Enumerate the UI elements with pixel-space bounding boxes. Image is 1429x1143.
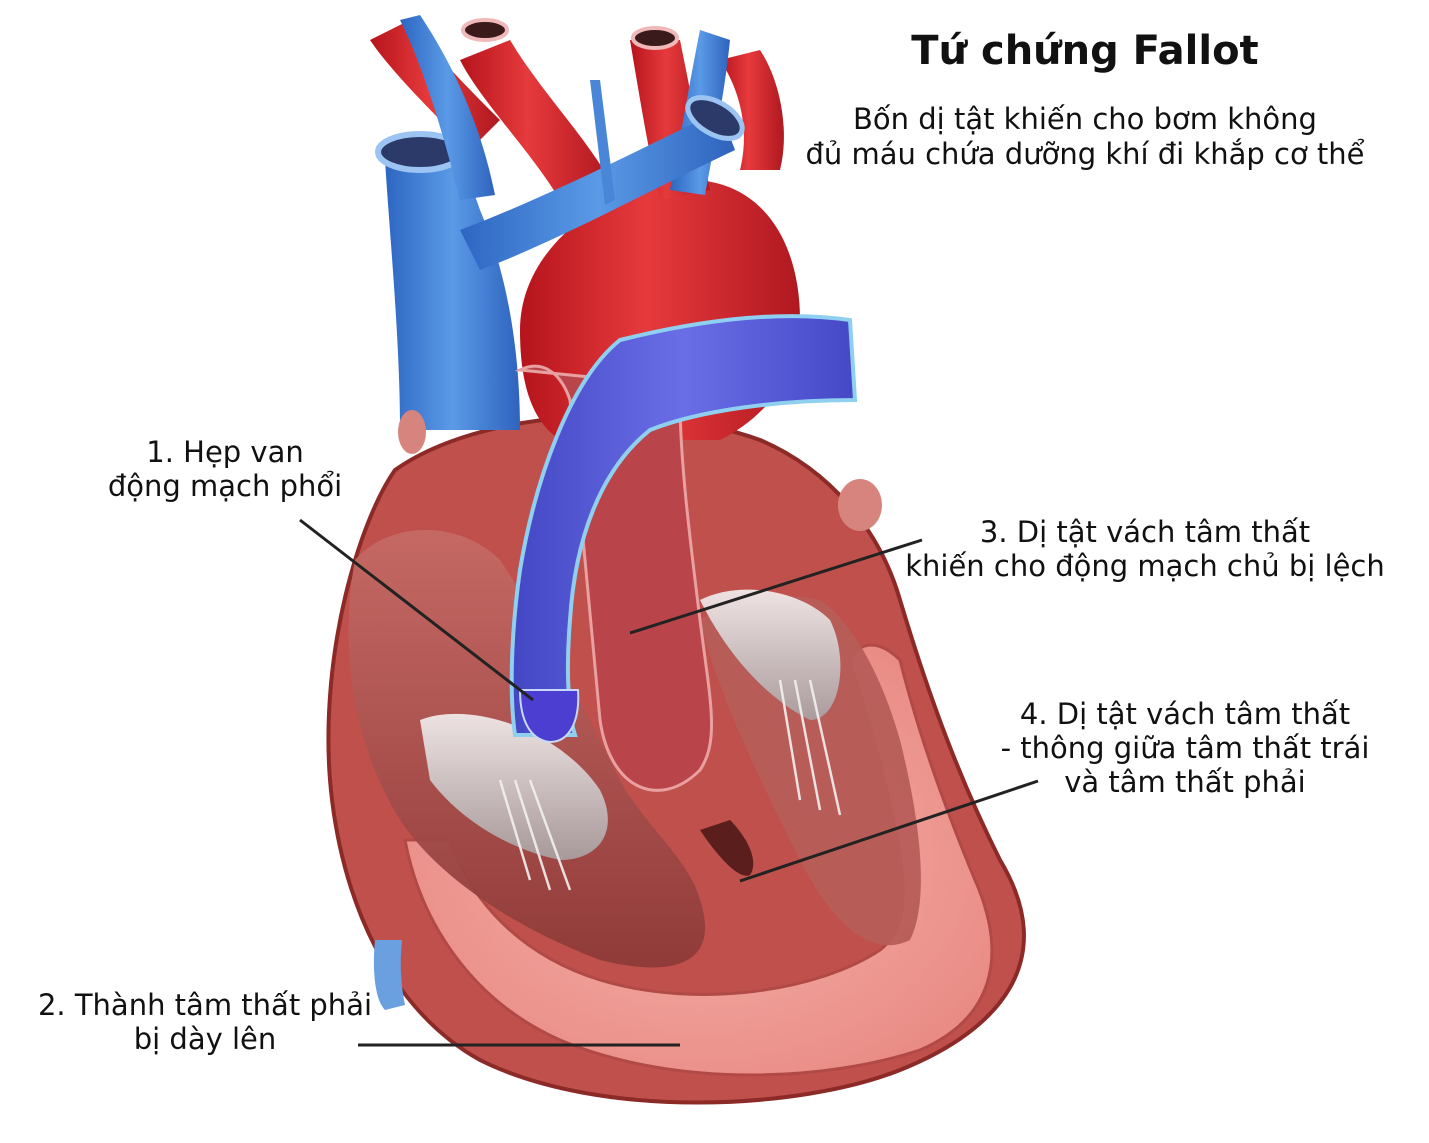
label-line: khiến cho động mạch chủ bị lệch bbox=[905, 549, 1385, 583]
label-line: 2. Thành tâm thất phải bbox=[37, 988, 373, 1022]
label-line: 4. Dị tật vách tâm thất bbox=[1019, 697, 1351, 731]
label-line: - thông giữa tâm thất trái bbox=[1000, 731, 1370, 765]
label-right-ventricular-hypertrophy: 2. Thành tâm thất phải bị dày lên bbox=[30, 988, 380, 1056]
subtitle-line: Bốn dị tật khiến cho bơm không bbox=[853, 102, 1317, 136]
pulmonary-veins bbox=[400, 15, 745, 270]
label-line: động mạch phổi bbox=[107, 469, 343, 503]
valves bbox=[420, 589, 842, 891]
leader-line-1 bbox=[299, 518, 534, 702]
label-pulmonary-stenosis: 1. Hẹp van động mạch phổi bbox=[95, 435, 355, 503]
leader-line-3 bbox=[629, 538, 923, 635]
label-line: 3. Dị tật vách tâm thất bbox=[979, 515, 1311, 549]
leader-line-4 bbox=[739, 779, 1039, 883]
label-line: và tâm thất phải bbox=[1064, 765, 1306, 799]
diagram-title: Tứ chứng Fallot bbox=[911, 28, 1259, 74]
label-overriding-aorta: 3. Dị tật vách tâm thất khiến cho động m… bbox=[895, 515, 1395, 583]
label-line: 1. Hẹp van bbox=[146, 435, 304, 469]
label-ventricular-septal-defect: 4. Dị tật vách tâm thất - thông giữa tâm… bbox=[990, 697, 1380, 799]
superior-vena-cava bbox=[375, 131, 520, 430]
subtitle-line: đủ máu chứa dưỡng khí đi khắp cơ thể bbox=[805, 137, 1365, 171]
diagram-subtitle: Bốn dị tật khiến cho bơm không đủ máu ch… bbox=[790, 102, 1380, 172]
pulmonary-artery bbox=[509, 314, 858, 744]
leader-lines bbox=[299, 518, 1039, 1047]
label-line: bị dày lên bbox=[133, 1022, 277, 1056]
